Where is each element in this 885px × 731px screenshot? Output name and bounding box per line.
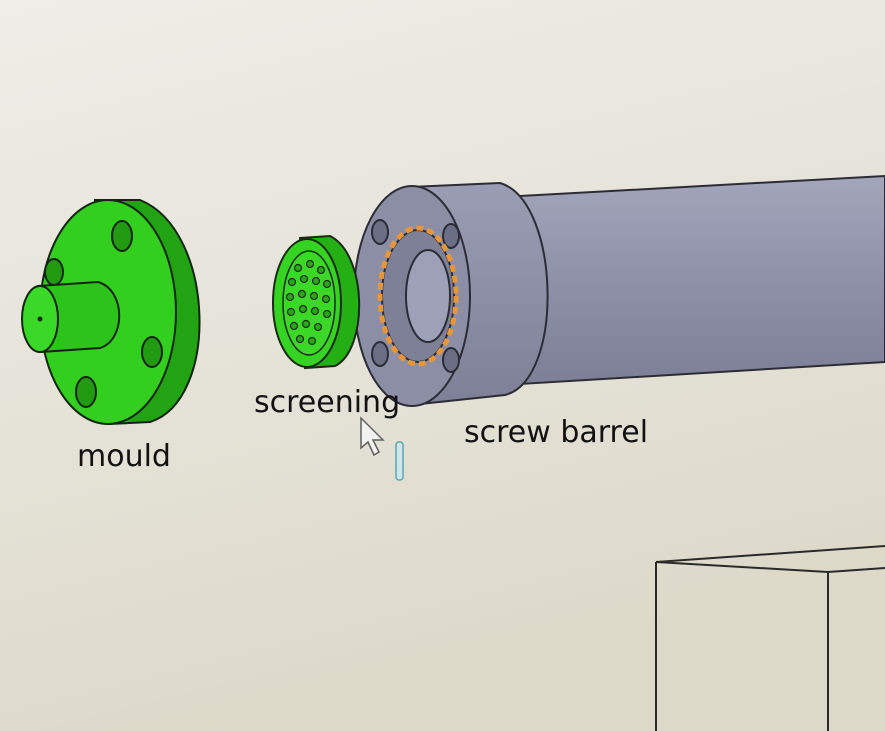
mould-boss-body (36, 280, 121, 354)
mould-part[interactable] (21, 199, 201, 426)
mould-bolt-hole (75, 376, 97, 408)
barrel-bore (405, 249, 451, 343)
wireframe-box (655, 545, 885, 731)
mould-bolt-hole (141, 336, 163, 368)
mould-bolt-hole (111, 220, 133, 252)
mould-bolt-hole (44, 258, 64, 286)
screening-label: screening (254, 385, 401, 420)
barrel-bolt-hole (371, 341, 389, 367)
mouse-pointer-icon (360, 416, 385, 457)
screening-part[interactable] (272, 234, 361, 370)
barrel-bolt-hole (371, 219, 389, 245)
mould-label: mould (77, 439, 171, 474)
screw-barrel-part[interactable] (353, 174, 885, 407)
screw-barrel-label: screw barrel (464, 415, 649, 450)
barrel-bolt-hole (442, 347, 460, 373)
barrel-body (519, 174, 885, 386)
text-cursor-icon (395, 441, 404, 481)
screening-holes (285, 259, 332, 346)
barrel-bolt-hole (442, 223, 460, 249)
seal-ring-highlight (377, 225, 459, 367)
mould-boss-center (37, 316, 43, 322)
